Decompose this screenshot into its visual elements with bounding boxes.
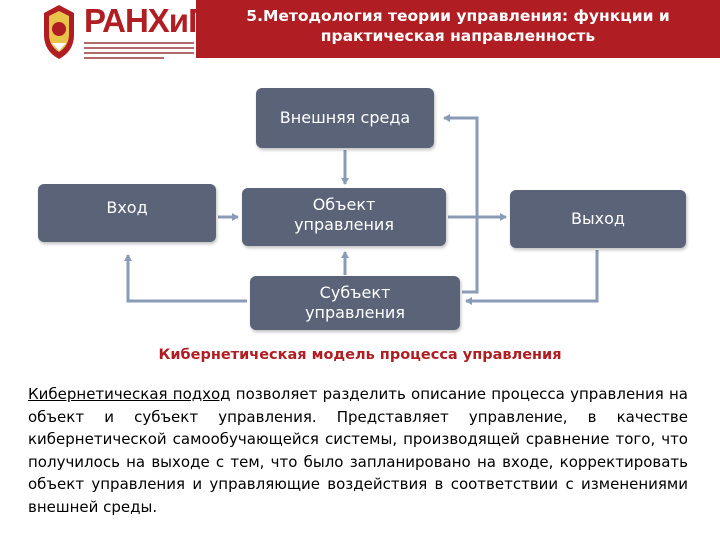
box-subject-label-2: управления (305, 303, 405, 322)
paragraph-lead: Кибернетическая подход (28, 385, 231, 403)
box-object-label-2: управления (294, 215, 394, 234)
arrow-output-to-subject (465, 250, 599, 305)
box-control-object: Объект управления (242, 188, 446, 246)
box-control-subject: Субъект управления (250, 276, 460, 330)
body-paragraph: Кибернетическая подход позволяет раздели… (28, 383, 688, 518)
diagram-caption: Кибернетическая модель процесса управлен… (158, 347, 562, 363)
arrow-subject-to-external (443, 114, 479, 294)
emblem-icon (44, 5, 74, 59)
header: РАНХиГС 5.Методология теории управления:… (0, 0, 720, 70)
box-input: Вход (38, 184, 216, 242)
box-subject-label-1: Субъект (319, 283, 391, 302)
page-title: 5.Методология теории управления: функции… (196, 6, 720, 46)
title-bar: 5.Методология теории управления: функции… (196, 0, 720, 58)
box-input-label: Вход (106, 198, 148, 217)
box-external-environment: Внешняя среда (256, 88, 434, 148)
box-object-label-1: Объект (312, 195, 376, 214)
title-line-2: практическая направленность (320, 27, 596, 45)
box-output-label: Выход (571, 209, 625, 228)
title-line-1: 5.Методология теории управления: функции… (246, 7, 670, 25)
box-output: Выход (510, 190, 686, 248)
box-external-label: Внешняя среда (279, 108, 411, 127)
logo-subtitle-lines (84, 42, 194, 62)
paragraph-rest: позволяет разделить описание процесса уп… (28, 385, 688, 516)
arrow-subject-to-input (124, 254, 247, 303)
